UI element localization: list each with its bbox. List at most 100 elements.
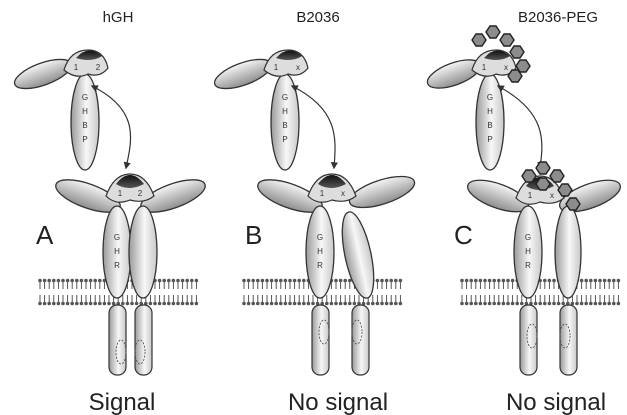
lipid-head (353, 302, 357, 306)
lipid-head (52, 302, 56, 306)
lipid-head (594, 279, 598, 283)
receptor-stalk-right (555, 206, 581, 298)
lipid-head (617, 302, 621, 306)
lipid-head (176, 279, 180, 283)
lipid-head (288, 279, 292, 283)
peg-hexagon-icon (486, 26, 500, 38)
lipid-head (339, 279, 343, 283)
intracellular-domain-left (109, 305, 126, 375)
outcome-label: Signal (89, 389, 156, 415)
lipid-head (89, 279, 93, 283)
lipid-head (497, 302, 501, 306)
lipid-head (552, 279, 556, 283)
lipid-head (399, 279, 403, 283)
lipid-head (488, 279, 492, 283)
lipid-head (538, 302, 542, 306)
lipid-head (98, 279, 102, 283)
lipid-head (343, 302, 347, 306)
receptor-letter: R (525, 261, 531, 270)
lipid-head (98, 302, 102, 306)
lipid-head (274, 279, 278, 283)
intracellular-domain-left (520, 305, 537, 375)
lipid-head (242, 279, 246, 283)
lipid-head (149, 302, 153, 306)
lipid-head (265, 279, 269, 283)
lipid-head (126, 302, 130, 306)
peg-hexagon-icon (558, 184, 572, 196)
lipid-head (38, 302, 42, 306)
lipid-head (302, 279, 306, 283)
panel-b: B2036 G H B P 1 x G H R 1 x (211, 9, 418, 415)
receptor-letter: G (114, 233, 120, 242)
lipid-head (195, 279, 199, 283)
bp-letter: B (487, 121, 492, 130)
site1-label: 1 (528, 191, 533, 200)
lipid-head (584, 302, 588, 306)
lipid-head (348, 302, 352, 306)
lipid-bilayer (460, 279, 620, 306)
lipid-head (575, 302, 579, 306)
panel-c: B2036-PEG G H B P 1 x (424, 9, 624, 415)
lipid-head (242, 302, 246, 306)
lipid-head (543, 279, 547, 283)
lipid-head (38, 279, 42, 283)
lipid-head (389, 279, 393, 283)
site2-label: 2 (96, 63, 101, 72)
intracellular-domain-right (135, 305, 152, 375)
lipid-head (376, 302, 380, 306)
lipid-head (603, 302, 607, 306)
lipid-head (167, 302, 171, 306)
lipid-head (598, 279, 602, 283)
bp-letter: G (487, 93, 493, 102)
lipid-head (376, 279, 380, 283)
lipid-head (607, 279, 611, 283)
site2-label: 2 (138, 189, 143, 198)
lipid-head (84, 279, 88, 283)
lipid-head (534, 302, 538, 306)
peg-hexagon-icon (550, 170, 564, 182)
lipid-head (385, 279, 389, 283)
lipid-head (474, 279, 478, 283)
lipid-head (617, 279, 621, 283)
lipid-head (506, 302, 510, 306)
lipid-head (492, 279, 496, 283)
lipid-head (483, 302, 487, 306)
lipid-head (502, 302, 506, 306)
lipid-head (279, 279, 283, 283)
bp-arm (424, 54, 484, 94)
bp-letter: P (82, 135, 87, 144)
lipid-head (399, 302, 403, 306)
site1-label: 1 (482, 63, 487, 72)
lipid-head (543, 302, 547, 306)
bp-letter: H (487, 107, 493, 116)
lipid-head (158, 302, 162, 306)
lipid-head (261, 302, 265, 306)
lipid-head (66, 302, 70, 306)
lipid-head (172, 302, 176, 306)
bp-letter: P (282, 135, 287, 144)
lipid-head (325, 302, 329, 306)
receptor-letter: G (317, 233, 323, 242)
lipid-head (181, 302, 185, 306)
lipid-head (465, 302, 469, 306)
lipid-head (66, 279, 70, 283)
lipid-head (135, 302, 139, 306)
lipid-head (380, 302, 384, 306)
lipid-head (552, 302, 556, 306)
lipid-head (153, 302, 157, 306)
lipid-head (394, 302, 398, 306)
receptor-dimer: G H R 1 x (254, 170, 418, 375)
lipid-head (497, 279, 501, 283)
peg-hexagon-icon (508, 70, 522, 82)
lipid-head (256, 302, 260, 306)
bp-letter: H (82, 107, 88, 116)
lipid-head (479, 302, 483, 306)
lipid-head (185, 279, 189, 283)
lipid-head (371, 302, 375, 306)
lipid-head (130, 302, 134, 306)
site1-label: 1 (320, 189, 325, 198)
lipid-head (47, 302, 51, 306)
lipid-head (465, 279, 469, 283)
peg-hexagon-icon (536, 162, 550, 174)
intracellular-domain-right (560, 305, 577, 375)
